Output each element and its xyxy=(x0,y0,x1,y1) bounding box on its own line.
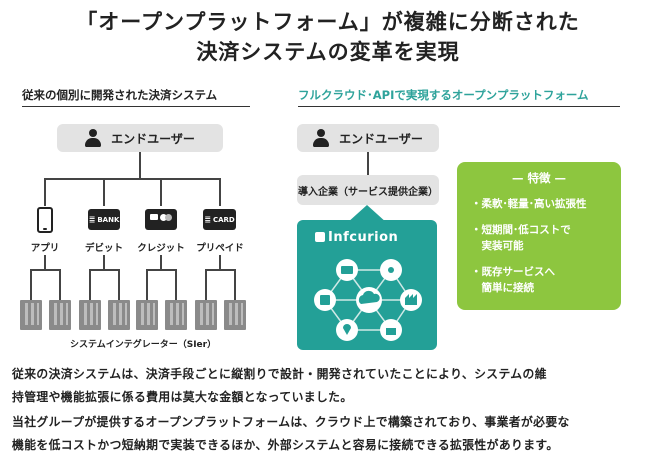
right-end-user-label: エンドユーザー xyxy=(339,131,423,146)
features-box: — 特徴 — ・柔軟･軽量･高い拡張性 ・短期間･低コストで 実装可能 ・既存サ… xyxy=(457,162,621,310)
tree-line xyxy=(103,255,105,269)
body-text-line: 当社グループが提供するオープンプラットフォームは、クラウド上で構築されており、事… xyxy=(12,415,570,429)
tree-line xyxy=(160,178,162,206)
main-title-line-1: 「オープンプラットフォーム」が複雑に分断された xyxy=(76,10,580,34)
feature-item: ・柔軟･軽量･高い拡張性 xyxy=(471,198,587,210)
adopting-company-label: 導入企業（サービス提供企業） xyxy=(298,186,438,198)
debit-card-icon: ≣BANK xyxy=(88,209,120,230)
device-label-debit: デビット xyxy=(84,243,123,254)
right-panel-heading: フルクラウド･APIで実現するオープンプラットフォーム xyxy=(298,87,620,107)
logo-mark-icon xyxy=(315,232,325,242)
tree-line xyxy=(175,269,177,301)
device-label-app: アプリ xyxy=(30,243,60,254)
tree-line xyxy=(59,269,61,301)
feature-item-cont: 簡単に接続 xyxy=(471,282,534,294)
building-icon xyxy=(20,300,42,330)
tree-line xyxy=(146,269,176,271)
platform-network-diagram xyxy=(314,259,422,341)
left-panel-heading: 従来の個別に開発された決済システム xyxy=(22,87,250,107)
tree-line xyxy=(89,269,119,271)
tree-line xyxy=(44,255,46,269)
features-title: — 特徴 — xyxy=(511,171,566,185)
left-end-user-box: エンドユーザー xyxy=(57,124,223,152)
body-text-line: 機能を低コストかつ短納期で実装できるほか、外部システムと容易に接続できる拡張性が… xyxy=(12,438,559,452)
credit-card-icon xyxy=(145,209,177,230)
prepaid-card-text: CARD xyxy=(212,215,235,224)
tree-line xyxy=(89,269,91,301)
tree-line xyxy=(44,178,46,206)
debit-card-text: BANK xyxy=(97,215,120,224)
tree-line xyxy=(44,178,219,180)
person-icon xyxy=(85,129,102,147)
tree-line xyxy=(139,152,141,178)
building-icon xyxy=(49,300,71,330)
tree-line xyxy=(146,269,148,301)
tree-line xyxy=(219,255,221,269)
tree-line xyxy=(30,269,60,271)
tree-line xyxy=(160,255,162,269)
building-icon xyxy=(79,300,101,330)
building-icon xyxy=(224,300,246,330)
right-end-user-box: エンドユーザー xyxy=(297,124,439,152)
main-title-line-2: 決済システムの変革を実現 xyxy=(196,40,460,64)
body-text-line: 従来の決済システムは、決済手段ごとに縦割りで設計・開発されていたことにより、シス… xyxy=(12,367,547,381)
tree-line xyxy=(234,269,236,301)
device-label-credit: クレジット xyxy=(137,243,185,254)
platform-pointer xyxy=(347,205,387,223)
body-text-line: 持管理や機能拡張に係る費用は莫大な金額となっていました。 xyxy=(12,390,353,404)
building-icon xyxy=(165,300,187,330)
prepaid-card-icon: ≣CARD xyxy=(203,209,236,230)
feature-item: ・短期間･低コストで xyxy=(471,224,571,236)
feature-item-cont: 実装可能 xyxy=(471,240,524,252)
tree-line xyxy=(118,269,120,301)
connector-line xyxy=(367,152,369,175)
smartphone-icon xyxy=(37,207,53,233)
tree-line xyxy=(205,269,235,271)
tree-line xyxy=(103,178,105,206)
system-integrator-label: システムインテグレーター（SIer） xyxy=(70,340,217,350)
platform-logo: Infcurion xyxy=(328,230,399,245)
building-icon xyxy=(108,300,130,330)
device-label-prepaid: プリペイド xyxy=(196,243,244,254)
person-icon xyxy=(313,129,330,147)
tree-line xyxy=(30,269,32,301)
building-icon xyxy=(136,300,158,330)
tree-line xyxy=(219,178,221,206)
building-icon xyxy=(195,300,217,330)
tree-line xyxy=(205,269,207,301)
left-end-user-label: エンドユーザー xyxy=(111,131,195,146)
feature-item: ・既存サービスへ xyxy=(471,266,555,278)
adopting-company-box: 導入企業（サービス提供企業） xyxy=(297,175,439,205)
